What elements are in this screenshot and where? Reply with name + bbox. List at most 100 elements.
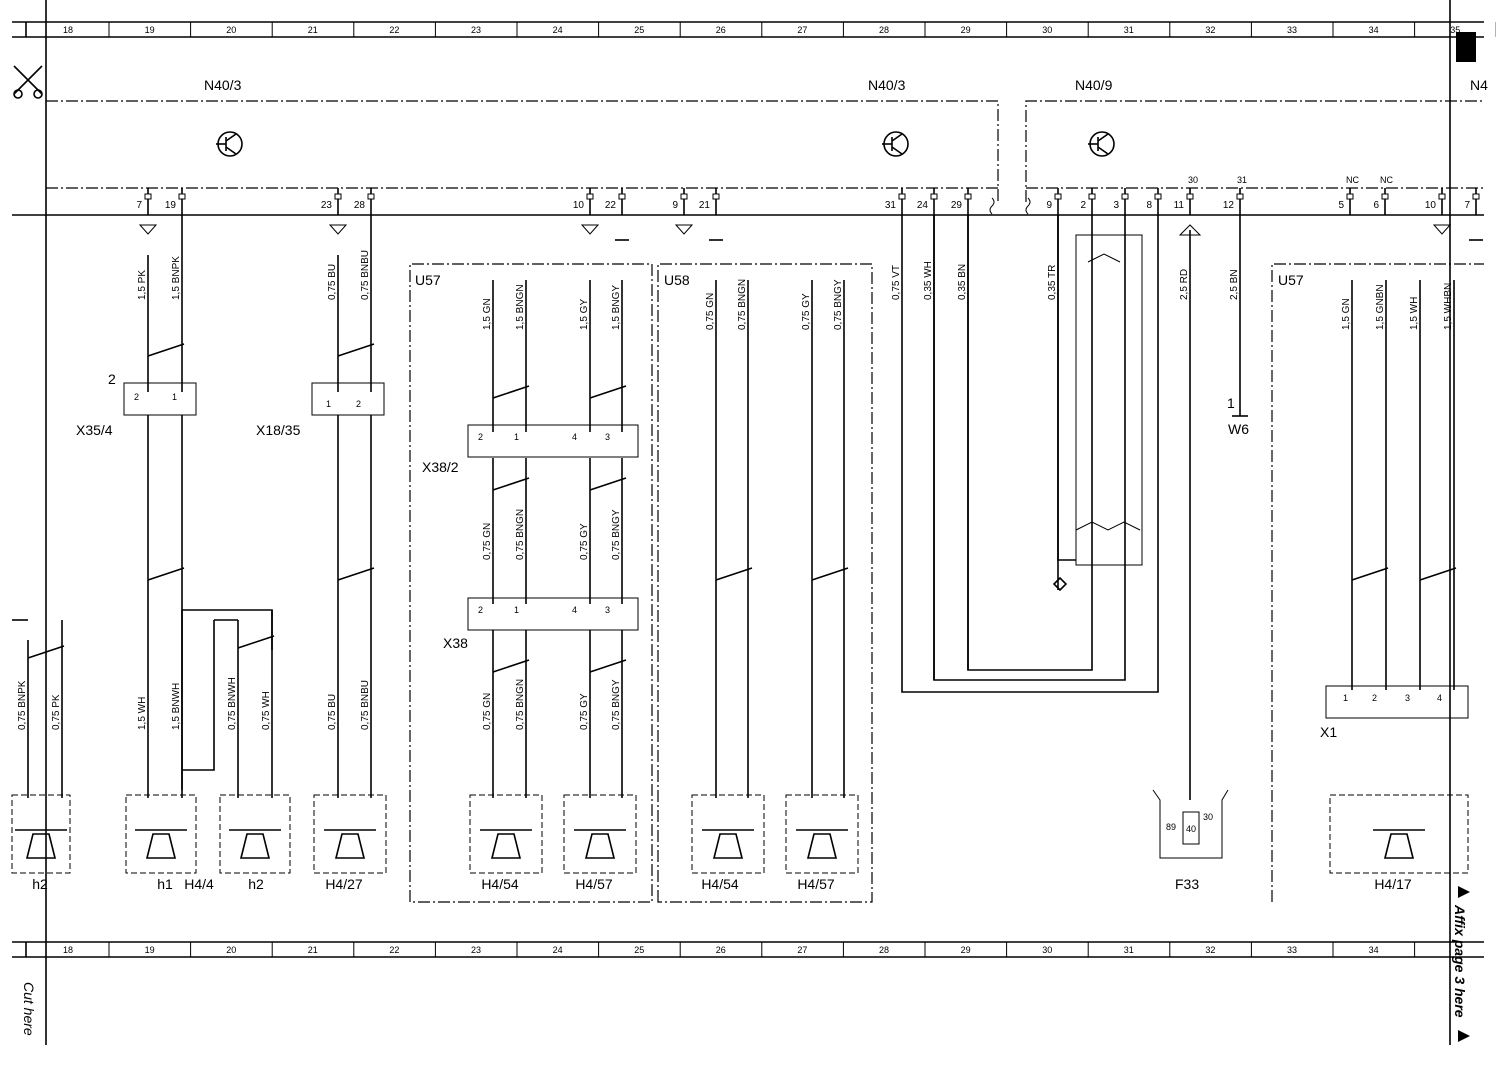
w6-num: 1 [1227, 395, 1235, 411]
ruler-number: 27 [797, 25, 807, 35]
ruler-number: 18 [63, 25, 73, 35]
connector-x38 [467, 597, 639, 631]
module-n40-3-left: N40/3 [204, 77, 242, 93]
wire-slash [492, 477, 530, 491]
ruler-number: 20 [226, 25, 236, 35]
ruler-number: 30 [1042, 945, 1052, 955]
speaker-box [691, 794, 765, 874]
pin-number: 21 [699, 200, 711, 211]
speaker-box [1329, 794, 1469, 874]
ruler-number: 33 [1287, 25, 1297, 35]
connector-x35-4-num: 2 [108, 371, 116, 387]
wire-label: 1,5 GN [1341, 298, 1352, 330]
ruler-number: 22 [389, 25, 399, 35]
speaker-label: H4/57 [797, 876, 835, 892]
conn-pin: 2 [478, 605, 483, 615]
pin-number: 12 [1223, 200, 1235, 211]
wire-label: 0,75 GY [579, 693, 590, 730]
wire-slash [27, 645, 65, 659]
wire-slash [147, 567, 185, 581]
ruler-number: 23 [471, 945, 481, 955]
ruler-number: 24 [553, 25, 563, 35]
wire-route [933, 215, 1126, 681]
speaker-icon [25, 833, 57, 859]
pin-number: 11 [1174, 200, 1185, 211]
wire-label: 0,75 GN [482, 693, 493, 730]
pin-terminal [1054, 193, 1062, 200]
speaker-label: h1 [157, 876, 173, 892]
wire-route [182, 620, 215, 771]
connector-x1-label: X1 [1320, 724, 1337, 740]
shield-break [1087, 253, 1121, 263]
supply-icon [1178, 224, 1202, 236]
ruler-number: 21 [308, 25, 318, 35]
module-n4-partial: N4 [1470, 77, 1488, 93]
wire-slash [492, 659, 530, 673]
wire-slash [589, 385, 627, 399]
wire-route [182, 609, 273, 650]
pin-number: 3 [1113, 200, 1119, 211]
wire-label: 1,5 BNGN [515, 284, 526, 330]
pin-terminal [930, 193, 938, 200]
wire-label: 0,75 BNGY [833, 279, 844, 330]
conn-pin: 3 [1405, 693, 1410, 703]
wire-label: 0,75 BNWH [227, 677, 238, 730]
ruler-number: 24 [553, 945, 563, 955]
ruler-number: 26 [716, 25, 726, 35]
wire-slash [337, 343, 375, 357]
wire-label: 1,5 GN [482, 298, 493, 330]
module-n40-9: N40/9 [1075, 77, 1113, 93]
wire-slash [589, 659, 627, 673]
transistor-icon [882, 131, 909, 157]
label-u57-left: U57 [415, 272, 441, 288]
pin-number: 19 [165, 200, 177, 211]
affix-page-label: Affix page 3 here [1452, 904, 1468, 1018]
shield-break [1075, 521, 1141, 531]
pin-number: 5 [1338, 200, 1344, 211]
pin-terminal [964, 193, 972, 200]
ruler-number: 35 [1450, 25, 1460, 35]
wire-slash [811, 567, 849, 581]
ground-w6-label: W6 [1228, 421, 1249, 437]
speaker-label: h2 [248, 876, 264, 892]
pin-number: 6 [1373, 200, 1379, 211]
ruler-number: 19 [145, 945, 155, 955]
n40-3-box [46, 100, 999, 202]
pin-terminal [586, 193, 594, 200]
wire-label: 1,5 GNBN [1375, 284, 1386, 330]
pin-terminal [1381, 193, 1389, 200]
arrow-icon [1458, 1030, 1470, 1042]
pin-sup-30: 30 [1188, 175, 1198, 185]
conn-pin: 4 [1437, 693, 1442, 703]
group-u57-right [1271, 263, 1484, 902]
relay-pin: 30 [1203, 812, 1213, 822]
pin-terminal [144, 193, 152, 200]
pin-terminal [334, 193, 342, 200]
pin-terminal [1186, 193, 1194, 200]
conn-pin: 1 [514, 432, 519, 442]
conn-pin: 1 [326, 399, 331, 409]
wire-label: 0,75 VT [891, 265, 902, 300]
wire-label: 1,5 WHBN [1443, 283, 1454, 330]
wire-route [901, 215, 1159, 693]
wire-slash [237, 635, 275, 649]
wire-slash [715, 567, 753, 581]
wire-label: 0,75 BNGN [515, 679, 526, 730]
wire-label: 0,75 GN [482, 523, 493, 560]
ground-icon [580, 224, 600, 235]
wire-slash [147, 343, 185, 357]
conn-pin: 2 [134, 392, 139, 402]
pin-number: 7 [136, 200, 142, 211]
ruler-number: 34 [1369, 945, 1379, 955]
wire-label: 0,75 BNGY [611, 509, 622, 560]
shield-cable [1075, 234, 1143, 566]
break-mark [1025, 197, 1031, 215]
speaker-icon [1383, 833, 1415, 859]
speaker-box [313, 794, 387, 874]
wire-label: 1,5 PK [137, 270, 148, 300]
relay-f33-body [1152, 789, 1229, 859]
ruler-number: 20 [226, 945, 236, 955]
pin-number: 10 [1425, 200, 1437, 211]
